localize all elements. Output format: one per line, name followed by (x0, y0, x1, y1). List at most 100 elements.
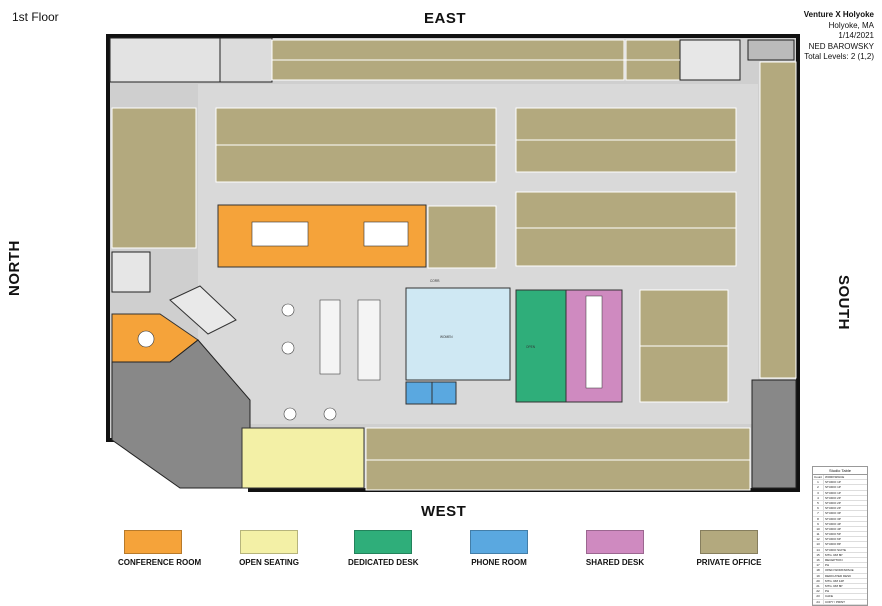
legend-open-seating: OPEN SEATING (234, 530, 304, 567)
studio-row-count: 16 (813, 558, 824, 563)
studio-row-count: 6 (813, 506, 824, 511)
studio-row-count: 18 (813, 568, 824, 573)
legend-label: OPEN SEATING (239, 558, 299, 567)
studio-row-count: 23 (813, 594, 824, 599)
direction-west-label: WEST (421, 503, 467, 520)
project-levels: Total Levels: 2 (1,2) (804, 52, 874, 61)
project-date: 1/14/2021 (838, 31, 874, 40)
legend-phone-room: PHONE ROOM (464, 530, 534, 567)
service-room (109, 37, 221, 83)
cafe-bench-1 (319, 299, 341, 375)
studio-table-header-workspace: WORKSPACE (825, 475, 845, 479)
open-seating-lounge (241, 427, 365, 489)
studio-row-workspace: STUDIO 2P (825, 500, 841, 505)
studio-row-workspace: STUDIO 1P (825, 485, 841, 490)
studio-row-count: 8 (813, 516, 824, 521)
legend-swatch (470, 530, 528, 554)
studio-row-workspace: STUDIO 8P (825, 542, 841, 547)
studio-row-workspace: STUDIO 5P (825, 532, 841, 537)
floor-label: 1st Floor (12, 10, 59, 24)
studio-row-workspace: MTG. RM 8P (825, 552, 843, 557)
legend-label: SHARED DESK (585, 558, 645, 567)
conference-table-round (137, 330, 155, 348)
studio-row-workspace: STUDIO 3P (825, 516, 841, 521)
studio-row-count: 4 (813, 495, 824, 500)
legend-shared-desk: SHARED DESK (580, 530, 650, 567)
studio-row-workspace: STUDIO 3P (825, 511, 841, 516)
legend-label: DEDICATED DESK (348, 558, 419, 567)
studio-row-workspace: RECEPTION (825, 558, 843, 562)
elevator-east (747, 39, 795, 61)
studio-row-count: 13 (813, 542, 824, 547)
legend-swatch (700, 530, 758, 554)
legend-private-office: PRIVATE OFFICE (694, 530, 764, 567)
legend-swatch (240, 530, 298, 554)
dedicated-desk-area (515, 289, 567, 403)
studio-row-workspace: MTG. RM 12P (825, 578, 845, 583)
studio-row-workspace: PH (825, 563, 830, 568)
conference-table-2 (363, 221, 409, 247)
studio-row-count: 7 (813, 511, 824, 516)
studio-row-count: 12 (813, 537, 824, 542)
studio-row-count: 17 (813, 563, 824, 568)
studio-table-header-count: Count (813, 475, 824, 480)
corridor-label: CORR. (430, 279, 440, 283)
legend-conference-room: CONFERENCE ROOM (118, 530, 201, 567)
studio-row-workspace: CAFE (825, 594, 834, 599)
studio-row-count: 24 (813, 599, 824, 604)
studio-row-count: 2 (813, 485, 824, 490)
studio-row-count: 11 (813, 532, 824, 537)
project-title: Venture X Holyoke (803, 10, 874, 19)
restroom-label: WOMEN (440, 335, 453, 339)
legend-label: PRIVATE OFFICE (696, 558, 762, 567)
project-author: NED BAROWSKY (808, 41, 874, 51)
phone-room-2 (431, 381, 457, 405)
studio-row-workspace: STUDIO 4P (825, 521, 841, 526)
restroom-area (405, 287, 511, 381)
studio-row-workspace: MTG. RM 8P (825, 583, 843, 588)
reception-desk (169, 285, 237, 335)
studio-row-workspace: STUDIO 1P (825, 490, 841, 495)
private-offices-south-column (759, 61, 797, 379)
cafe-tables (281, 303, 337, 421)
office-partitions (216, 59, 750, 461)
studio-row-count: 5 (813, 500, 824, 506)
studio-row-count: 21 (813, 583, 824, 589)
studio-row-workspace: COPY / PRINT (825, 599, 845, 604)
cafe-bench-2 (357, 299, 381, 381)
direction-east-label: EAST (424, 10, 467, 27)
project-city: Holyoke, MA (828, 20, 874, 30)
studio-row-count: 3 (813, 490, 824, 495)
studio-row-count: 19 (813, 573, 824, 578)
floor-plan: CORR. WOMEN OPEN (106, 34, 800, 492)
studio-row-workspace: STUDIO 6P (825, 537, 841, 542)
studio-row-count: 15 (813, 552, 824, 557)
studio-table-title: Studio Table (813, 467, 867, 475)
private-office-north-small (111, 251, 151, 293)
stair-east (679, 39, 741, 81)
shared-desk-table (585, 295, 603, 389)
studio-table-header: Count WORKSPACE (813, 475, 867, 481)
studio-row-workspace: STUDIO 2P (825, 495, 841, 500)
studio-row-count: 22 (813, 589, 824, 594)
studio-row-count: 9 (813, 521, 824, 526)
studio-row-workspace: STUDIO 4P (825, 526, 841, 531)
phone-room-1 (405, 381, 433, 405)
dedicated-desk-label: OPEN (526, 345, 536, 349)
legend-swatch (354, 530, 412, 554)
legend-swatch (124, 530, 182, 554)
